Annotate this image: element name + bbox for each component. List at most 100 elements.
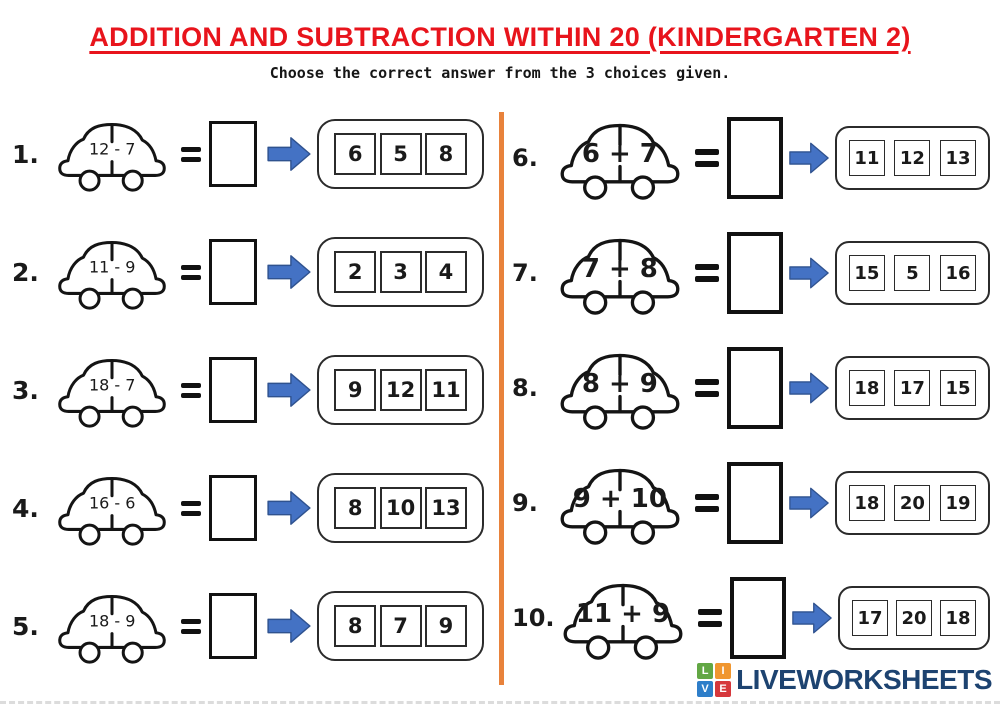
choice-option[interactable]: 12 — [379, 369, 422, 411]
choice-option[interactable]: 13 — [939, 140, 976, 176]
problem-row: 8. 8 + 9 18 17 15 — [512, 334, 990, 442]
problem-number: 7. — [512, 259, 538, 287]
answer-box[interactable] — [730, 577, 786, 659]
choices-box: 15 5 16 — [834, 241, 990, 305]
choice-option[interactable]: 5 — [894, 255, 931, 291]
problem-number: 2. — [12, 257, 39, 287]
car-outline-icon — [58, 477, 166, 546]
choice-option[interactable]: 4 — [424, 251, 467, 293]
car-shape: 8 + 9 — [557, 345, 683, 431]
liveworksheets-grid-icon: L I V E — [697, 663, 732, 697]
choice-option[interactable]: 20 — [896, 600, 932, 636]
choice-option[interactable]: 7 — [379, 605, 422, 647]
answer-box[interactable] — [726, 347, 783, 429]
arrow-right-icon — [792, 602, 832, 634]
page-bottom-edge — [0, 701, 1000, 704]
logo-square-i: I — [715, 663, 732, 679]
answer-box[interactable] — [209, 475, 258, 541]
choice-option[interactable]: 8 — [334, 605, 377, 647]
answer-box[interactable] — [726, 117, 783, 199]
answer-box[interactable] — [726, 462, 783, 544]
problem-row: 4. 16 - 6 8 10 13 — [12, 454, 484, 562]
expression: 9 + 10 — [572, 483, 667, 514]
equals-sign — [694, 373, 719, 403]
choice-option[interactable]: 13 — [424, 487, 467, 529]
choice-option[interactable]: 16 — [939, 255, 976, 291]
choice-option[interactable]: 18 — [940, 600, 976, 636]
problems-column-right: 6. 6 + 7 11 12 13 7. — [512, 104, 990, 672]
car-outline-icon — [560, 238, 680, 315]
car-outline-icon — [563, 583, 683, 660]
choice-option[interactable]: 17 — [894, 370, 931, 406]
arrow-right-icon — [789, 372, 829, 404]
choice-option[interactable]: 19 — [939, 485, 976, 521]
choices-box: 11 12 13 — [834, 126, 990, 190]
problem-number: 1. — [12, 139, 39, 169]
page-title: ADDITION AND SUBTRACTION WITHIN 20 (KIND… — [89, 22, 911, 52]
arrow-right-icon — [267, 609, 311, 643]
choice-option[interactable]: 9 — [334, 369, 377, 411]
choice-option[interactable]: 3 — [379, 251, 422, 293]
choices-box: 17 20 18 — [838, 586, 990, 650]
problem-number: 8. — [512, 374, 538, 402]
problem-number: 3. — [12, 375, 39, 405]
choice-option[interactable]: 15 — [939, 370, 976, 406]
equals-sign — [181, 614, 202, 639]
page-instructions: Choose the correct answer from the 3 cho… — [269, 64, 731, 82]
answer-box[interactable] — [726, 232, 783, 314]
answer-box[interactable] — [209, 239, 258, 305]
car-shape: 18 - 9 — [55, 587, 169, 665]
choice-option[interactable]: 18 — [848, 485, 885, 521]
answer-box[interactable] — [209, 121, 258, 187]
equals-sign — [694, 258, 719, 288]
car-outline-icon — [560, 468, 680, 545]
equals-sign — [181, 142, 202, 167]
choice-option[interactable]: 8 — [334, 487, 377, 529]
choice-option[interactable]: 9 — [424, 605, 467, 647]
expression: 7 + 8 — [581, 253, 658, 284]
expression: 8 + 9 — [581, 368, 658, 399]
problem-number: 9. — [512, 489, 538, 517]
expression: 18 - 9 — [88, 611, 136, 631]
choice-option[interactable]: 10 — [379, 487, 422, 529]
car-outline-icon — [58, 123, 166, 192]
car-outline-icon — [560, 123, 680, 200]
arrow-right-icon — [789, 257, 829, 289]
problem-row: 5. 18 - 9 8 7 9 — [12, 572, 484, 680]
equals-sign — [694, 488, 719, 518]
car-shape: 7 + 8 — [557, 230, 683, 316]
choice-option[interactable]: 11 — [848, 140, 885, 176]
car-shape: 11 - 9 — [55, 233, 169, 311]
equals-sign — [694, 143, 719, 173]
choices-box: 9 12 11 — [317, 355, 484, 425]
equals-sign — [181, 378, 202, 403]
problem-row: 10. 11 + 9 17 20 18 — [512, 564, 990, 672]
car-outline-icon — [58, 241, 166, 310]
logo-square-e: E — [715, 681, 732, 697]
liveworksheets-logo[interactable]: L I V E LIVEWORKSHEETS — [697, 663, 992, 697]
problem-number: 10. — [512, 604, 555, 632]
arrow-right-icon — [789, 487, 829, 519]
answer-box[interactable] — [209, 593, 258, 659]
choice-option[interactable]: 17 — [852, 600, 888, 636]
choice-option[interactable]: 18 — [848, 370, 885, 406]
problem-number: 6. — [512, 144, 538, 172]
choice-option[interactable]: 5 — [379, 133, 422, 175]
choice-option[interactable]: 20 — [894, 485, 931, 521]
problem-number: 5. — [12, 611, 39, 641]
choice-option[interactable]: 6 — [334, 133, 377, 175]
car-outline-icon — [58, 595, 166, 664]
answer-box[interactable] — [209, 357, 258, 423]
choice-option[interactable]: 12 — [894, 140, 931, 176]
equals-sign — [181, 496, 202, 521]
car-shape: 11 + 9 — [560, 575, 686, 661]
choices-box: 2 3 4 — [317, 237, 484, 307]
expression: 6 + 7 — [581, 138, 658, 169]
car-shape: 18 - 7 — [55, 351, 169, 429]
problem-row: 9. 9 + 10 18 20 19 — [512, 449, 990, 557]
choice-option[interactable]: 11 — [424, 369, 467, 411]
choice-option[interactable]: 8 — [424, 133, 467, 175]
choice-option[interactable]: 15 — [848, 255, 885, 291]
choice-option[interactable]: 2 — [334, 251, 377, 293]
car-shape: 9 + 10 — [557, 460, 683, 546]
